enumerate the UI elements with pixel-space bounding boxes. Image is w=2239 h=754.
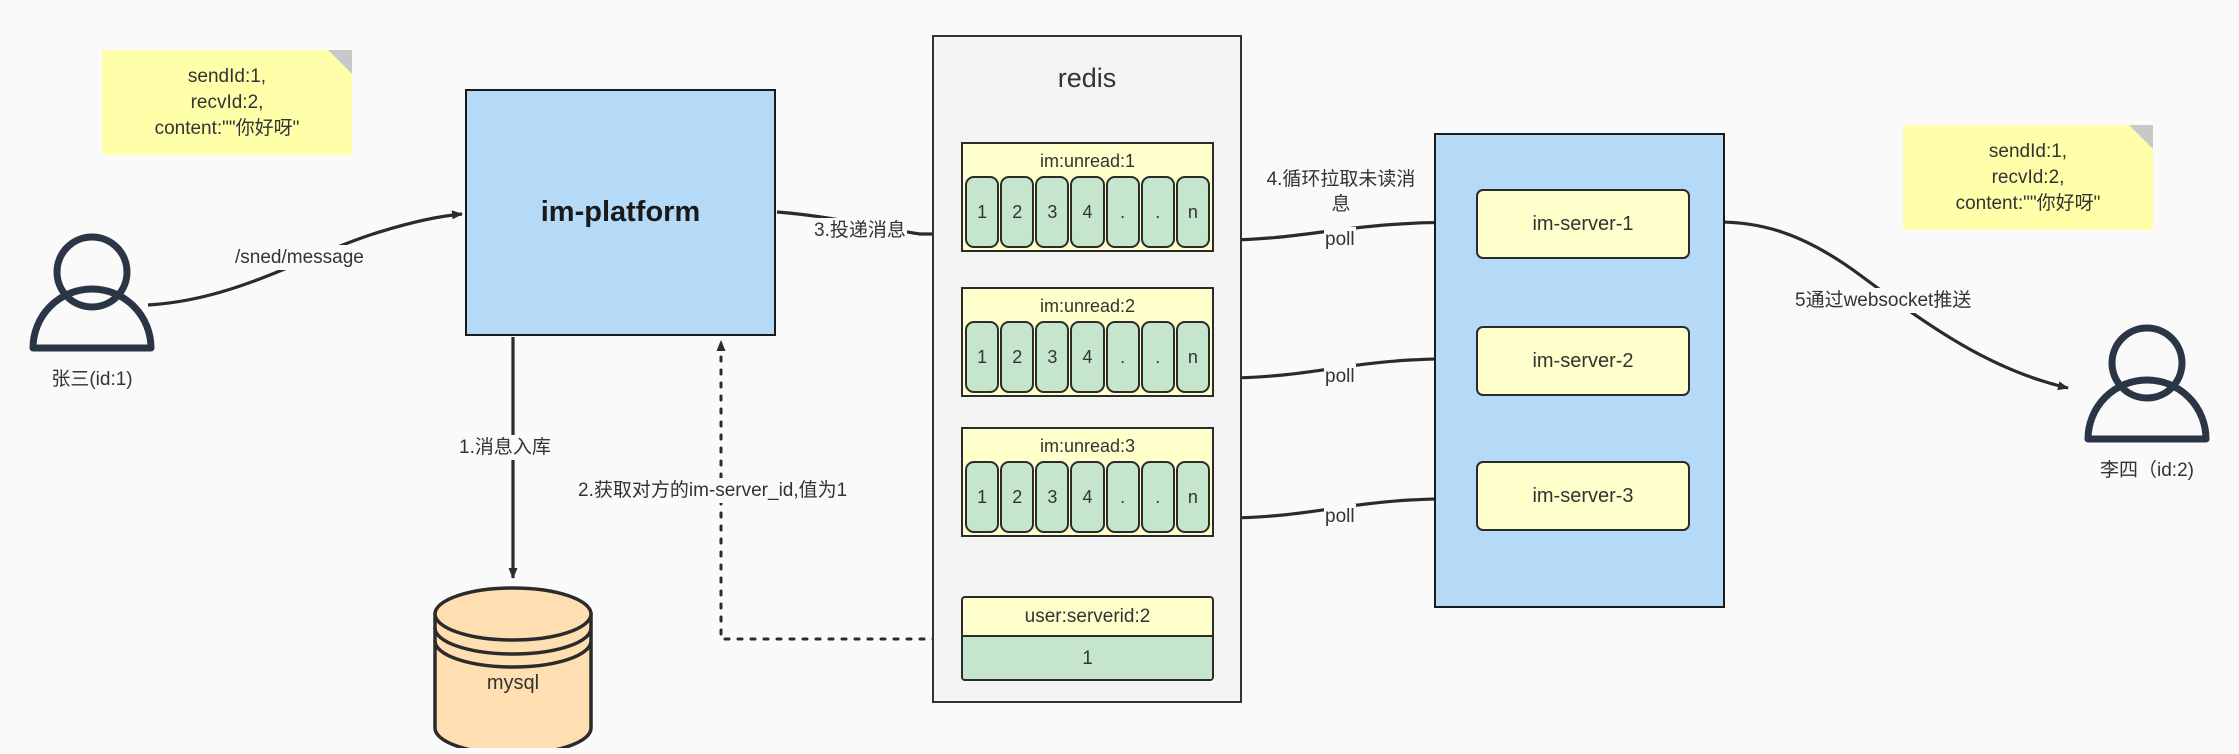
message-payload-note-right: sendId:1, recvId:2, content:""你好呀" [1903,125,2153,230]
node-im-server-3-label: im-server-3 [1532,484,1634,507]
edge-push [1689,220,2069,391]
redis-list-cell[interactable]: 1 [965,321,1000,393]
redis-list-cells: 1 2 3 4 . . n [965,176,1210,248]
note-line: recvId:2, [190,91,264,113]
actor-receiver-icon [2084,324,2210,443]
note-line: recvId:2, [1991,166,2065,188]
redis-list-cell[interactable]: n [1175,176,1210,248]
note-line: sendId:1, [187,65,267,87]
node-im-platform[interactable]: im-platform [465,89,776,336]
redis-list-cell[interactable]: 2 [1000,461,1035,533]
actor-receiver-caption: 李四（id:2) [2100,460,2194,481]
redis-list-cell[interactable]: 2 [1000,321,1035,393]
redis-list-cell[interactable]: . [1105,321,1140,393]
mysql-cylinder-icon [433,586,593,748]
redis-list-cell[interactable]: 1 [965,176,1000,248]
redis-hash-user-serverid[interactable]: user:serverid:2 1 [961,596,1214,681]
redis-key-label: im:unread:1 [1039,151,1136,171]
redis-list-cell[interactable]: n [1175,321,1210,393]
note-line: sendId:1, [1988,140,2068,162]
redis-key-label: im:unread:2 [1039,296,1136,316]
message-payload-note-left: sendId:1, recvId:2, content:""你好呀" [102,50,352,155]
redis-hash-value: 1 [963,635,1212,679]
redis-list-cell[interactable]: . [1105,176,1140,248]
node-im-platform-label: im-platform [540,196,701,228]
node-im-server-1-label: im-server-1 [1532,212,1634,235]
node-im-server-1[interactable]: im-server-1 [1476,189,1690,259]
redis-list-cell[interactable]: 4 [1070,461,1105,533]
edge-label-pull-line1: 4.循环拉取未读消 [1260,167,1422,192]
node-im-server-2[interactable]: im-server-2 [1476,326,1690,396]
redis-hash-key-label: user:serverid:2 [1024,606,1151,627]
node-mysql[interactable]: mysql [435,588,591,754]
actor-sender-caption: 张三(id:1) [51,369,133,390]
redis-key-group-0[interactable]: im:unread:1 1 2 3 4 . . n [961,142,1214,252]
redis-list-cell[interactable]: 4 [1070,321,1105,393]
redis-key-group-2[interactable]: im:unread:3 1 2 3 4 . . n [961,427,1214,537]
edge-label-deliver: 3.投递消息 [813,218,907,243]
note-fold-corner-icon [328,50,352,74]
edge-label-store: 1.消息入库 [458,435,552,460]
redis-list-cell[interactable]: 1 [965,461,1000,533]
redis-list-cell[interactable]: 3 [1035,461,1070,533]
redis-list-cell[interactable]: . [1105,461,1140,533]
note-fold-corner-icon [2129,125,2153,149]
redis-list-cell[interactable]: . [1140,321,1175,393]
redis-list-cell[interactable]: 4 [1070,176,1105,248]
node-im-server-3[interactable]: im-server-3 [1476,461,1690,531]
redis-key-group-1[interactable]: im:unread:2 1 2 3 4 . . n [961,287,1214,397]
node-redis-label: redis [1057,63,1117,93]
edge-label-send: /sned/message [234,245,365,270]
redis-list-cells: 1 2 3 4 . . n [965,461,1210,533]
edge-label-poll-2: poll [1324,364,1356,389]
edge-label-push: 5通过websocket推送 [1794,288,1973,313]
redis-list-cell[interactable]: 2 [1000,176,1035,248]
redis-list-cell[interactable]: . [1140,461,1175,533]
actor-sender-icon [29,233,155,352]
redis-key-label: im:unread:3 [1039,436,1136,456]
redis-list-cell[interactable]: n [1175,461,1210,533]
edge-label-poll-3: poll [1324,504,1356,529]
redis-list-cell[interactable]: 3 [1035,176,1070,248]
note-line: content:""你好呀" [1955,192,2101,214]
edge-label-poll-1: poll [1324,227,1356,252]
edge-send [147,210,463,307]
redis-list-cell[interactable]: 3 [1035,321,1070,393]
redis-list-cell[interactable]: . [1140,176,1175,248]
edge-label-lookup: 2.获取对方的im-server_id,值为1 [577,478,849,503]
redis-list-cells: 1 2 3 4 . . n [965,321,1210,393]
edge-label-pull-line2: 息 [1260,192,1422,217]
node-im-server-2-label: im-server-2 [1532,349,1634,372]
edge-lookup [716,339,965,641]
note-line: content:""你好呀" [154,117,300,139]
node-mysql-label: mysql [486,672,540,694]
